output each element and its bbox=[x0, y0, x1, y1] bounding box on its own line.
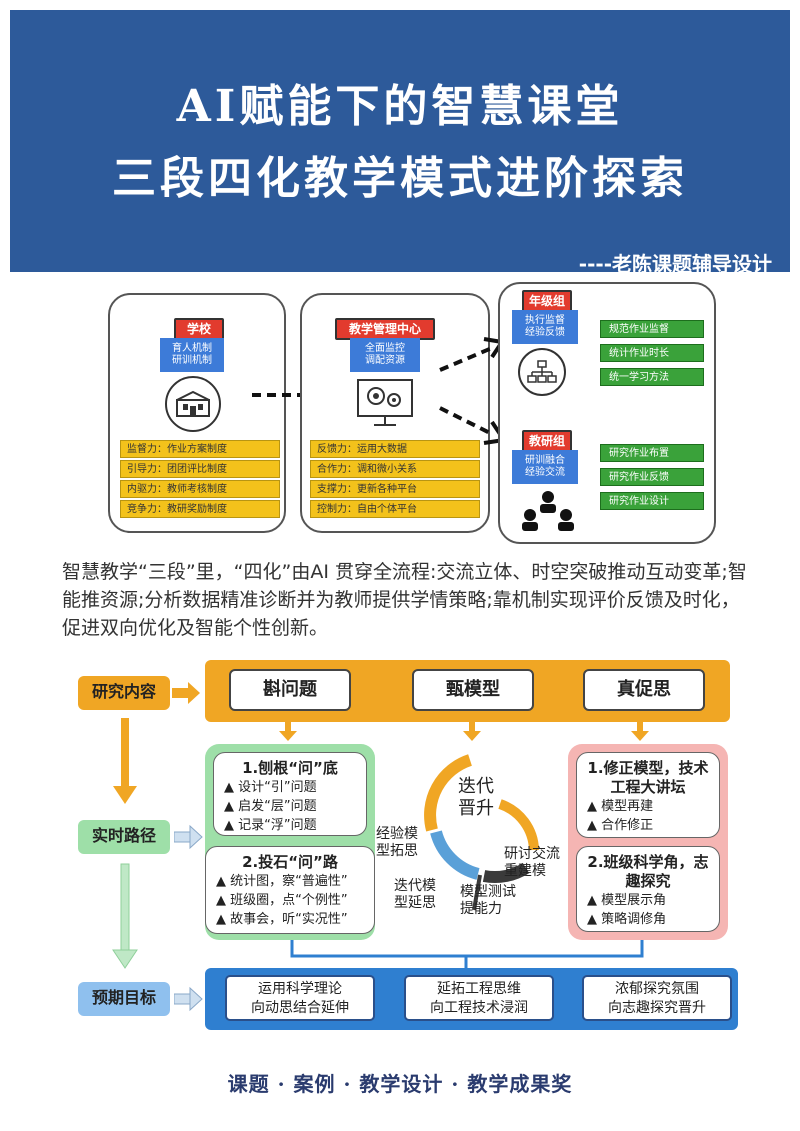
card-3-title: 1.修正模型，技术工程大讲坛 bbox=[587, 759, 709, 796]
research-bar-2: 研究作业反馈 bbox=[600, 468, 704, 486]
hierarchy-icon bbox=[518, 348, 566, 396]
grade-bar-2: 统计作业时长 bbox=[600, 344, 704, 362]
button-zhen-wenti: 斟问题 bbox=[229, 669, 351, 711]
header-banner: AI赋能下的智慧课堂 三段四化教学模式进阶探索 bbox=[10, 10, 790, 272]
card-4: 2.班级科学角，志趣探究 ▲ 模型展示角 ▲ 策略调修角 bbox=[576, 846, 720, 932]
description-paragraph: 智慧教学“三段”里，“四化”由AI 贯穿全流程:交流立体、时空突破推动互动变革;… bbox=[62, 561, 747, 639]
school-bar-1: 监督力：作业方案制度 bbox=[120, 440, 280, 458]
center-blue-box: 全面监控 调配资源 bbox=[350, 338, 420, 372]
label-iterate-model: 迭代模 型延思 bbox=[394, 878, 436, 911]
footer-tagline: 课题 · 案例 · 教学设计 · 教学成果奖 bbox=[227, 1072, 573, 1096]
iteration-cycle-graphic bbox=[424, 754, 539, 911]
goal-3: 浓郁探究氛围 向志趣探究晋升 bbox=[582, 975, 732, 1021]
arrow-down-a bbox=[279, 722, 297, 741]
research-tag: 教研组 bbox=[522, 430, 572, 452]
label-discuss-rebuild: 研讨交流 重建模 bbox=[504, 846, 560, 879]
goal-1: 运用科学理论 向动思结合延伸 bbox=[225, 975, 375, 1021]
card-2-item-3: ▲ 故事会，听“实况性” bbox=[216, 912, 348, 927]
school-tag: 学校 bbox=[174, 318, 224, 340]
card-3: 1.修正模型，技术工程大讲坛 ▲ 模型再建 ▲ 合作修正 bbox=[576, 752, 720, 838]
tag-research-content: 研究内容 bbox=[78, 676, 170, 710]
connector-lines bbox=[290, 940, 644, 968]
button-zhen-cusi: 真促思 bbox=[583, 669, 705, 711]
school-bar-4: 竞争力：教研奖励制度 bbox=[120, 500, 280, 518]
arrow-down-c bbox=[631, 722, 649, 741]
center-bar-1: 反馈力：运用大数据 bbox=[310, 440, 480, 458]
button-zhen-moxing: 甄模型 bbox=[412, 669, 534, 711]
card-1-title: 1.刨根“问”底 bbox=[242, 759, 338, 777]
card-4-item-1: ▲ 模型展示角 bbox=[587, 893, 667, 908]
arrow-down-b bbox=[463, 722, 481, 741]
center-bar-4: 控制力：自由个体平台 bbox=[310, 500, 480, 518]
arrow-right-3 bbox=[174, 986, 203, 1012]
arrow-right-2 bbox=[174, 824, 203, 850]
card-2-item-1: ▲ 统计图，察“普遍性” bbox=[216, 874, 348, 889]
card-1: 1.刨根“问”底 ▲ 设计“引”问题 ▲ 启发“层”问题 ▲ 记录“浮”问题 bbox=[213, 752, 367, 836]
gear-monitor-icon bbox=[357, 379, 413, 426]
title-line-1: AI赋能下的智慧课堂 bbox=[176, 81, 624, 132]
team-icon bbox=[522, 491, 574, 531]
school-blue-box: 育人机制 研训机制 bbox=[160, 338, 224, 372]
card-3-item-2: ▲ 合作修正 bbox=[587, 818, 654, 833]
card-1-item-1: ▲ 设计“引”问题 bbox=[224, 780, 317, 795]
center-bar-2: 合作力：调和微小关系 bbox=[310, 460, 480, 478]
card-1-item-2: ▲ 启发“层”问题 bbox=[224, 799, 317, 814]
research-blue-box: 研训融合 经验交流 bbox=[512, 450, 578, 484]
school-bar-3: 内驱力：教师考核制度 bbox=[120, 480, 280, 498]
grade-bar-3: 统一学习方法 bbox=[600, 368, 704, 386]
tag-expected-goals: 预期目标 bbox=[78, 982, 170, 1016]
research-bar-3: 研究作业设计 bbox=[600, 492, 704, 510]
center-bar-3: 支撑力：更新各种平台 bbox=[310, 480, 480, 498]
card-4-title: 2.班级科学角，志趣探究 bbox=[587, 853, 709, 890]
label-iterate: 迭代 晋升 bbox=[458, 776, 494, 819]
card-2: 2.投石“问”路 ▲ 统计图，察“普遍性” ▲ 班级圈，点“个例性” ▲ 故事会… bbox=[205, 846, 375, 934]
center-tag: 教学管理中心 bbox=[335, 318, 435, 340]
label-experience-model: 经验模 型拓思 bbox=[376, 826, 418, 859]
card-1-item-3: ▲ 记录“浮”问题 bbox=[224, 818, 317, 833]
byline: ----老陈课题辅导设计 bbox=[578, 252, 772, 276]
grade-bar-1: 规范作业监督 bbox=[600, 320, 704, 338]
card-2-item-2: ▲ 班级圈，点“个例性” bbox=[216, 893, 348, 908]
school-bar-2: 引导力：团团评比制度 bbox=[120, 460, 280, 478]
goal-2: 延拓工程思维 向工程技术浸润 bbox=[404, 975, 554, 1021]
arrow-left-down-2 bbox=[112, 863, 138, 969]
arrow-right-1 bbox=[172, 682, 200, 704]
title-line-2: 三段四化教学模式进阶探索 bbox=[112, 153, 688, 204]
arrow-left-down-1 bbox=[113, 718, 137, 804]
research-bar-1: 研究作业布置 bbox=[600, 444, 704, 462]
building-icon bbox=[165, 376, 221, 432]
card-4-item-2: ▲ 策略调修角 bbox=[587, 912, 667, 927]
grade-tag: 年级组 bbox=[522, 290, 572, 312]
tag-realtime-path: 实时路径 bbox=[78, 820, 170, 854]
label-model-test: 模型测试 提能力 bbox=[460, 884, 516, 917]
grade-blue-box: 执行监督 经验反馈 bbox=[512, 310, 578, 344]
card-3-item-1: ▲ 模型再建 bbox=[587, 799, 654, 814]
card-2-title: 2.投石“问”路 bbox=[242, 853, 338, 871]
